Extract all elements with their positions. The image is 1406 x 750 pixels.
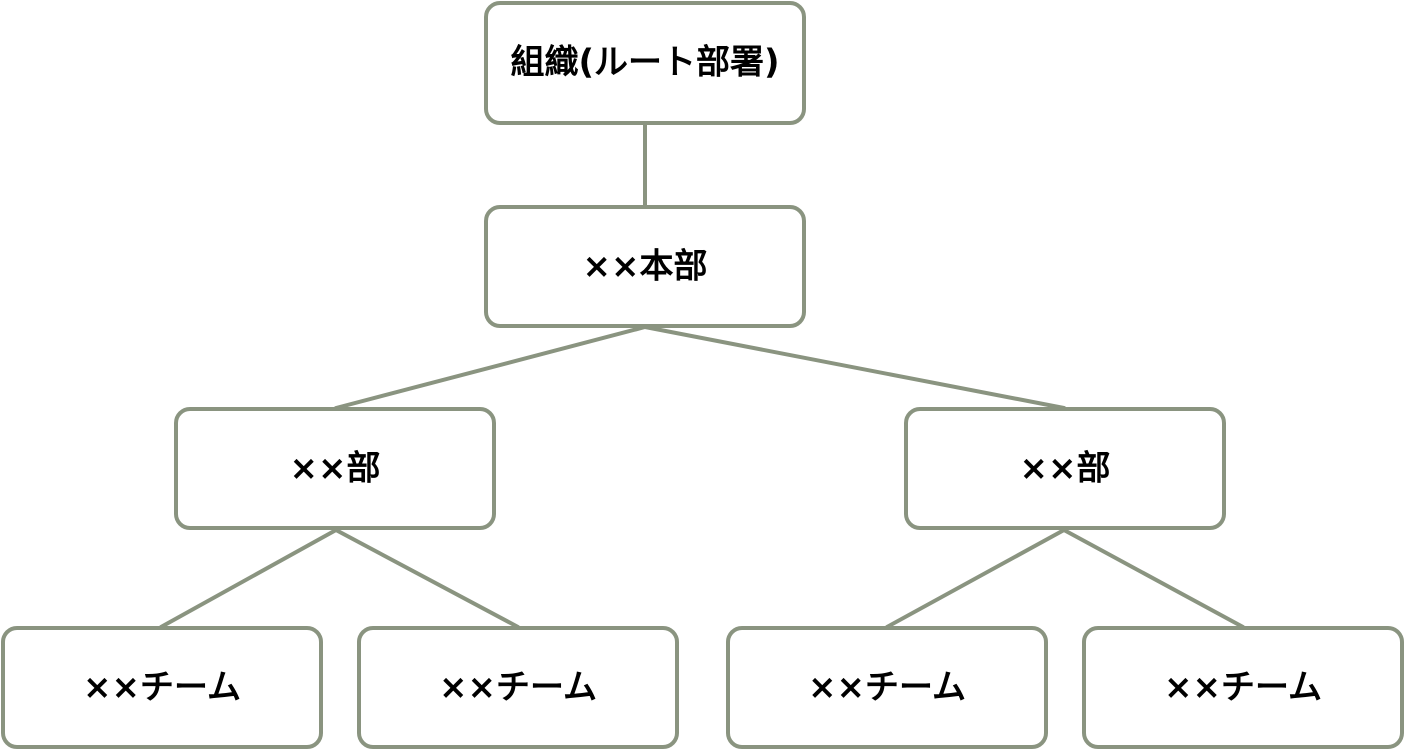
node-team-3-box xyxy=(726,626,1048,749)
node-team-3-label: ××チーム xyxy=(808,668,966,708)
node-hq-label: ××本部 xyxy=(583,247,708,287)
node-dept-left-box xyxy=(174,407,496,530)
node-team-3: ××チーム xyxy=(726,626,1048,749)
node-dept-left-label: ××部 xyxy=(290,449,381,489)
node-team-2: ××チーム xyxy=(357,626,679,749)
node-team-2-box xyxy=(357,626,679,749)
node-root: 組織(ルート部署) xyxy=(484,1,806,125)
node-team-1: ××チーム xyxy=(1,626,323,749)
edge-dept-left-team-1 xyxy=(159,528,338,629)
node-dept-right-label: ××部 xyxy=(1020,449,1111,489)
node-team-4: ××チーム xyxy=(1082,626,1404,749)
node-dept-left: ××部 xyxy=(174,407,496,530)
node-root-label: 組織(ルート部署) xyxy=(510,43,779,83)
node-team-4-box xyxy=(1082,626,1404,749)
node-team-1-box xyxy=(1,626,323,749)
node-root-box xyxy=(484,1,806,125)
edge-dept-right-team-4 xyxy=(1062,528,1245,629)
node-dept-right: ××部 xyxy=(904,407,1226,530)
node-team-4-label: ××チーム xyxy=(1164,668,1322,708)
edge-dept-right-team-3 xyxy=(885,528,1066,629)
node-team-2-label: ××チーム xyxy=(439,668,597,708)
node-hq: ××本部 xyxy=(484,205,806,328)
node-hq-box xyxy=(484,205,806,328)
edge-hq-dept-left xyxy=(334,325,647,410)
edge-hq-dept-right xyxy=(643,325,1066,410)
node-dept-right-box xyxy=(904,407,1226,530)
connector-lines xyxy=(159,122,1245,629)
edge-dept-left-team-2 xyxy=(334,528,520,629)
node-team-1-label: ××チーム xyxy=(83,668,241,708)
